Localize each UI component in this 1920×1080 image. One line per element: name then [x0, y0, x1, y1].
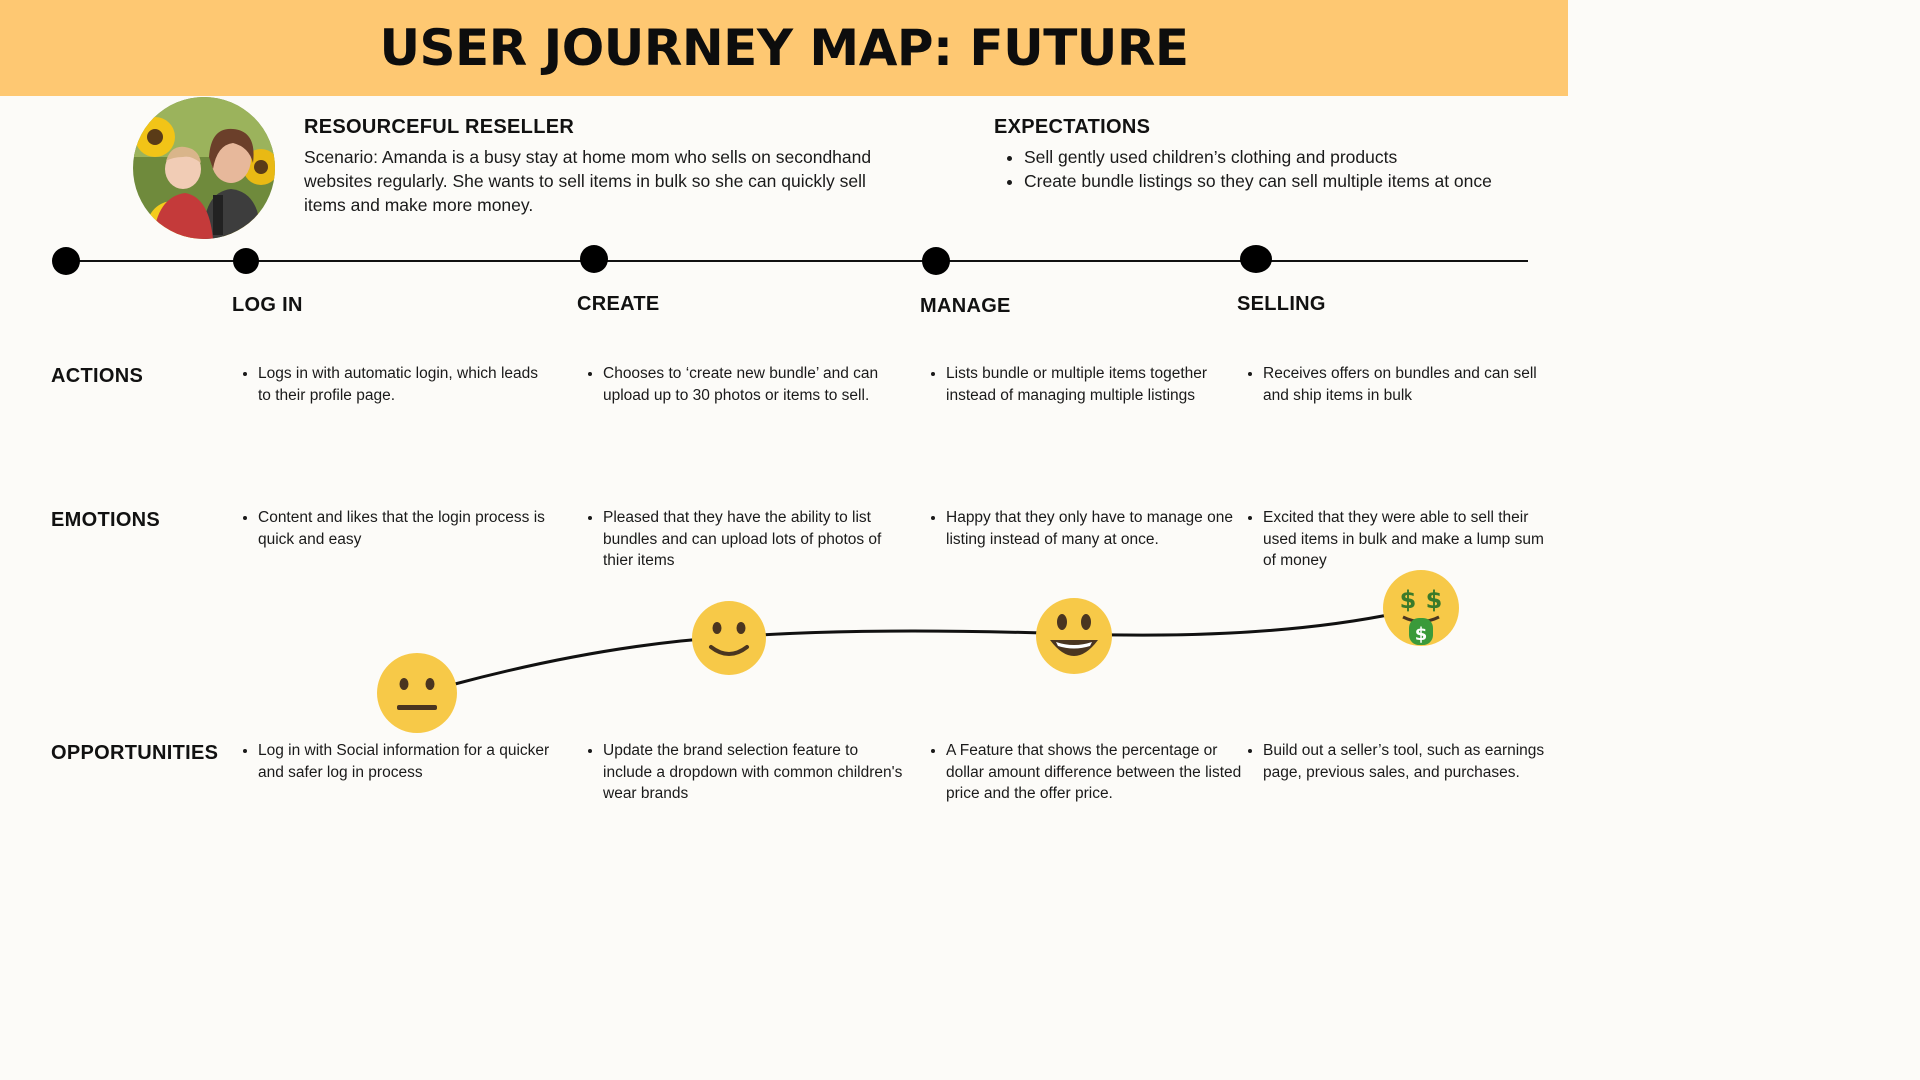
- actions-cell-create: Chooses to ‘create new bundle’ and can u…: [577, 363, 908, 406]
- persona-photo-illustration: [133, 97, 275, 239]
- persona-avatar: [133, 97, 275, 239]
- timeline-start-dot: [52, 247, 80, 275]
- opportunities-cell-manage: A Feature that shows the percentage or d…: [920, 740, 1246, 805]
- stage-create: CREATE: [577, 293, 660, 315]
- actions-item: Logs in with automatic login, which lead…: [258, 363, 548, 406]
- emotion-curve-line: [454, 606, 1421, 686]
- row-label-emotions: EMOTIONS: [51, 509, 161, 531]
- persona-scenario: Scenario: Amanda is a busy stay at home …: [304, 147, 872, 215]
- title-banner: USER JOURNEY MAP: FUTURE: [0, 0, 1568, 96]
- opportunities-item: Update the brand selection feature to in…: [603, 740, 908, 805]
- expectations-title: EXPECTATIONS: [994, 116, 1151, 138]
- emotions-cell-create: Pleased that they have the ability to li…: [577, 507, 908, 572]
- page-title: USER JOURNEY MAP: FUTURE: [379, 19, 1189, 77]
- grinning-face-icon: [1036, 598, 1112, 674]
- opportunities-cell-create: Update the brand selection feature to in…: [577, 740, 908, 805]
- journey-timeline: [52, 245, 1528, 275]
- actions-item: Chooses to ‘create new bundle’ and can u…: [603, 363, 908, 406]
- stage-log-in: LOG IN: [232, 294, 303, 316]
- emotions-cell-selling: Excited that they were able to sell thei…: [1237, 507, 1555, 572]
- svg-text:$: $: [1426, 586, 1443, 614]
- expectation-item: Sell gently used children’s clothing and…: [1024, 145, 1504, 169]
- stage-selling: SELLING: [1237, 293, 1326, 315]
- slight-smile-face-icon: [692, 601, 766, 675]
- stage-manage: MANAGE: [920, 295, 1011, 317]
- expectations-list: Sell gently used children’s clothing and…: [994, 145, 1504, 193]
- emotions-item: Content and likes that the login process…: [258, 507, 548, 550]
- emotions-item: Excited that they were able to sell thei…: [1263, 507, 1555, 572]
- opportunities-item: A Feature that shows the percentage or d…: [946, 740, 1246, 805]
- actions-item: Lists bundle or multiple items together …: [946, 363, 1231, 406]
- actions-item: Receives offers on bundles and can sell …: [1263, 363, 1553, 406]
- actions-cell-manage: Lists bundle or multiple items together …: [920, 363, 1231, 406]
- svg-text:$: $: [1415, 624, 1428, 645]
- opportunities-cell-selling: Build out a seller’s tool, such as earni…: [1237, 740, 1555, 783]
- persona-title: RESOURCEFUL RESELLER: [304, 116, 575, 138]
- emotions-cell-manage: Happy that they only have to manage one …: [920, 507, 1251, 550]
- opportunities-item: Log in with Social information for a qui…: [258, 740, 558, 783]
- money-mouth-face-icon: $ $ $: [1383, 570, 1459, 646]
- timeline-dot-manage: [922, 247, 950, 275]
- opportunities-item: Build out a seller’s tool, such as earni…: [1263, 740, 1555, 783]
- emotions-item: Pleased that they have the ability to li…: [603, 507, 908, 572]
- actions-cell-log-in: Logs in with automatic login, which lead…: [232, 363, 548, 406]
- emotion-curve-chart: $ $ $: [377, 570, 1459, 733]
- svg-text:$: $: [1400, 586, 1417, 614]
- row-label-opportunities: OPPORTUNITIES: [51, 742, 219, 764]
- opportunities-cell-log-in: Log in with Social information for a qui…: [232, 740, 558, 783]
- timeline-dot-selling: [1240, 245, 1272, 273]
- actions-cell-selling: Receives offers on bundles and can sell …: [1237, 363, 1553, 406]
- expectation-item: Create bundle listings so they can sell …: [1024, 169, 1504, 193]
- emotions-cell-log-in: Content and likes that the login process…: [232, 507, 548, 550]
- row-label-actions: ACTIONS: [51, 365, 144, 387]
- timeline-dot-log-in: [233, 248, 259, 274]
- timeline-dot-create: [580, 245, 608, 273]
- emotions-item: Happy that they only have to manage one …: [946, 507, 1251, 550]
- neutral-face-icon: [377, 653, 457, 733]
